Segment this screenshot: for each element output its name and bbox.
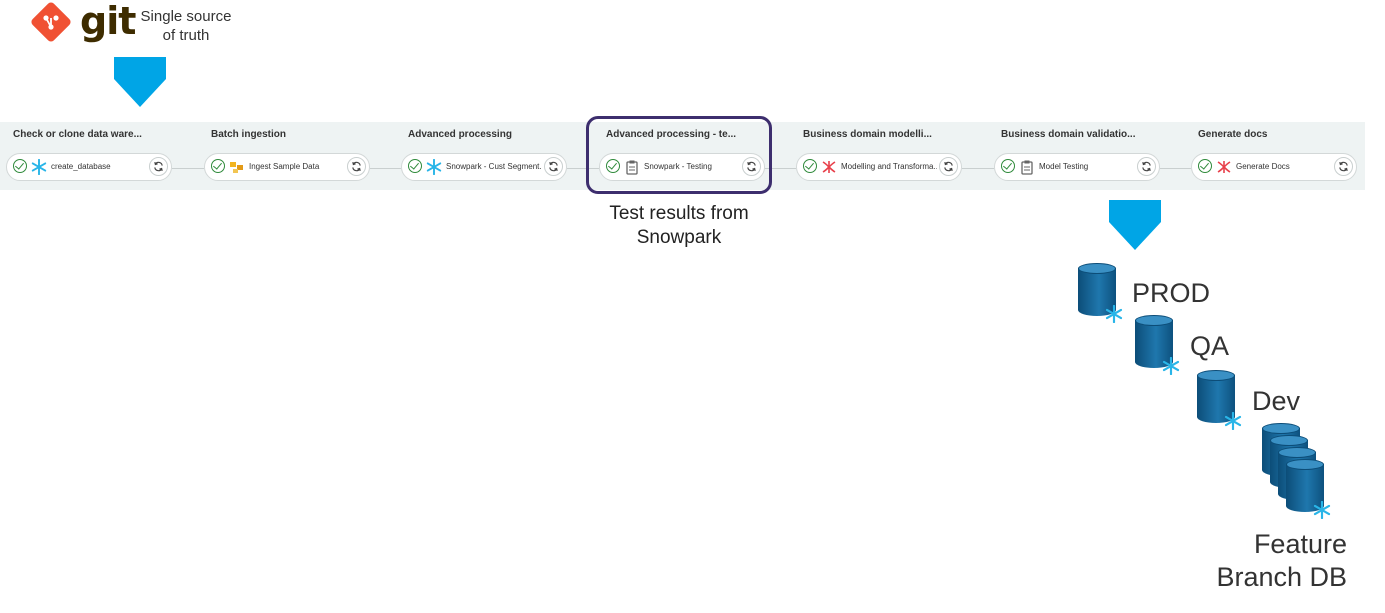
git-caption-line: of truth	[162, 27, 210, 44]
rerun-icon[interactable]	[939, 157, 958, 176]
git-logo: git	[29, 0, 136, 45]
stage-connector	[370, 168, 401, 169]
down-arrow-icon	[1109, 200, 1161, 252]
clipboard-icon	[1019, 159, 1035, 175]
job-name: Ingest Sample Data	[249, 162, 320, 171]
snowflake-icon	[1313, 501, 1331, 519]
stage-connector	[172, 168, 204, 169]
success-check-icon	[1001, 159, 1015, 173]
git-caption-line: Single source	[140, 8, 232, 25]
job-name: Modelling and Transforma...	[841, 162, 937, 171]
rerun-icon[interactable]	[1137, 157, 1156, 176]
stage-job[interactable]: Generate Docs	[1191, 153, 1357, 181]
job-name: create_database	[51, 162, 111, 171]
stage-job[interactable]: Ingest Sample Data	[204, 153, 370, 181]
pipeline-stage: Check or clone data ware... create_databa…	[0, 122, 185, 190]
down-arrow-icon	[114, 57, 166, 109]
caption-line: Snowpark	[636, 227, 722, 248]
test-results-caption: Test results from Snowpark	[586, 202, 772, 250]
git-logo-icon	[29, 0, 73, 44]
data-blocks-icon	[229, 159, 245, 175]
feature-label-line: Branch DB	[1216, 562, 1347, 592]
rerun-icon[interactable]	[1334, 157, 1353, 176]
qa-label: QA	[1190, 331, 1230, 361]
success-check-icon	[606, 159, 620, 173]
stage-title: Check or clone data ware...	[13, 129, 142, 140]
success-check-icon	[1198, 159, 1212, 173]
stage-title: Advanced processing - te...	[606, 129, 737, 140]
stage-job[interactable]: Snowpark - Cust Segment...	[401, 153, 567, 181]
stage-title: Batch ingestion	[211, 129, 287, 140]
stage-connector	[567, 168, 599, 169]
success-check-icon	[803, 159, 817, 173]
stage-title: Advanced processing	[408, 129, 512, 140]
snowflake-icon	[1162, 357, 1180, 375]
pipeline-stage: Advanced processing - te... Snowpark - Te…	[593, 122, 778, 190]
stage-title: Business domain validatio...	[1001, 129, 1136, 140]
prod-label: PROD	[1132, 278, 1211, 308]
qa-database-icon	[1135, 315, 1180, 375]
pipeline-stage: Business domain validatio... Model Testin…	[988, 122, 1173, 190]
rerun-icon[interactable]	[742, 157, 761, 176]
job-name: Generate Docs	[1236, 162, 1290, 171]
job-name: Model Testing	[1039, 162, 1089, 171]
snowflake-icon	[1105, 305, 1123, 323]
transform-icon	[1216, 159, 1232, 175]
stage-connector	[962, 168, 994, 169]
snowflake-icon	[426, 158, 442, 176]
git-caption: Single source of truth	[140, 7, 232, 45]
success-check-icon	[13, 159, 27, 173]
transform-icon	[821, 159, 837, 175]
stage-job[interactable]: Snowpark - Testing	[599, 153, 765, 181]
rerun-icon[interactable]	[544, 157, 563, 176]
stage-connector	[765, 168, 796, 169]
prod-database-icon	[1078, 263, 1123, 323]
git-logo-text: git	[80, 0, 136, 43]
stage-job[interactable]: Modelling and Transforma...	[796, 153, 962, 181]
stage-title: Generate docs	[1198, 129, 1268, 140]
rerun-icon[interactable]	[149, 157, 168, 176]
highlight-box	[586, 116, 772, 194]
dev-label: Dev	[1252, 386, 1301, 416]
stage-connector	[1160, 168, 1191, 169]
stage-job[interactable]: create_database	[6, 153, 172, 181]
rerun-icon[interactable]	[347, 157, 366, 176]
dev-database-icon	[1197, 370, 1242, 430]
success-check-icon	[408, 159, 422, 173]
feature-branch-database-icon	[1286, 459, 1331, 519]
pipeline-stage: Business domain modelli... Modelling and …	[790, 122, 975, 190]
feature-branch-label: Feature Branch DB	[1180, 528, 1347, 594]
job-name: Snowpark - Testing	[644, 162, 712, 171]
snowflake-icon	[1224, 412, 1242, 430]
caption-line: Test results from	[609, 203, 749, 224]
feature-label-line: Feature	[1253, 529, 1347, 559]
snowflake-icon	[31, 158, 47, 176]
stage-title: Business domain modelli...	[803, 129, 932, 140]
job-name: Snowpark - Cust Segment...	[446, 162, 542, 171]
stage-job[interactable]: Model Testing	[994, 153, 1160, 181]
clipboard-icon	[624, 159, 640, 175]
success-check-icon	[211, 159, 225, 173]
